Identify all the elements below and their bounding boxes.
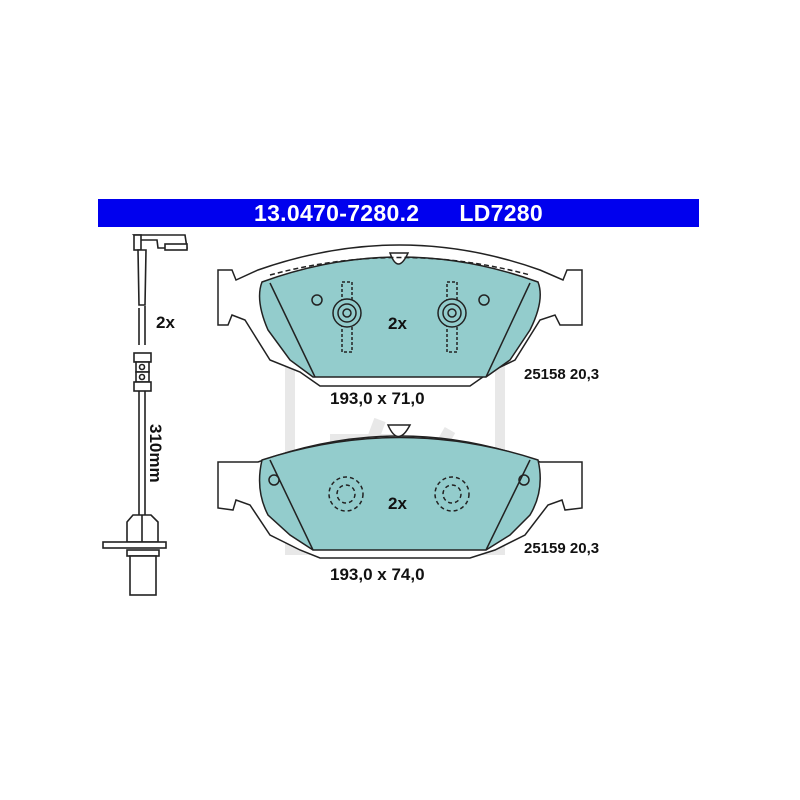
pad-top-dimensions: 193,0 x 71,0 [330, 389, 425, 408]
wear-sensor-icon [102, 234, 188, 596]
header-banner: 13.0470-7280.2 LD7280 [98, 199, 699, 227]
brake-pad-bottom [217, 424, 583, 559]
pad-top-wva: 25158 20,3 [524, 366, 600, 383]
pad-bottom-quantity: 2x [388, 494, 407, 513]
pad-bottom-wva: 25159 20,3 [524, 540, 600, 557]
pad-bottom-dimensions: 193,0 x 74,0 [330, 565, 425, 584]
pad-top-quantity: 2x [388, 314, 407, 333]
brake-pad-top [217, 244, 583, 387]
sensor-length: 310mm [146, 424, 165, 483]
sensor-quantity: 2x [156, 313, 175, 332]
part-number: 13.0470-7280.2 [254, 199, 420, 226]
ld-code: LD7280 [459, 199, 543, 226]
